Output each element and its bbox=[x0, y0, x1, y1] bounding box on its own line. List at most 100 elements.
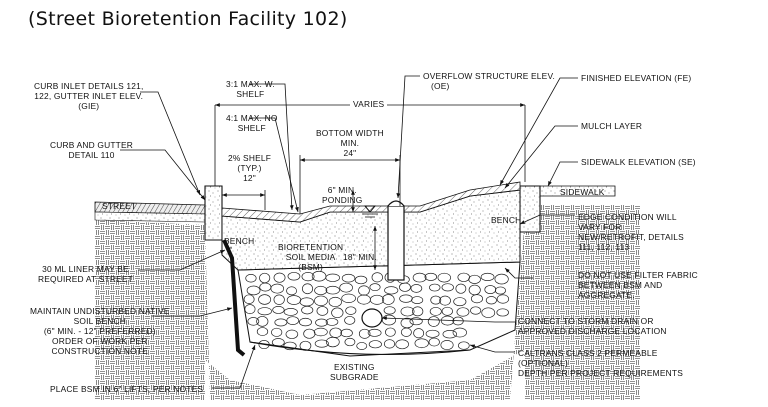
min-18-label: 18" MIN. bbox=[343, 252, 377, 262]
aggregate-rock bbox=[470, 306, 482, 315]
aggregate-layer bbox=[237, 261, 521, 357]
ponding-water-symbol bbox=[362, 205, 378, 218]
aggregate-rock bbox=[257, 307, 272, 316]
aggregate-rock bbox=[311, 270, 327, 282]
aggregate-rock bbox=[399, 282, 411, 292]
aggregate-rock bbox=[356, 342, 368, 350]
aggregate-rock bbox=[456, 307, 470, 317]
aggregate-rock bbox=[272, 305, 285, 314]
aggregate-rock bbox=[344, 316, 356, 325]
aggregate-rock bbox=[258, 294, 272, 305]
aggregate-rock bbox=[313, 327, 328, 337]
aggregate-rock bbox=[315, 318, 328, 327]
curb-left bbox=[204, 185, 223, 241]
aggregate-rock bbox=[439, 295, 451, 306]
aggregate-rock bbox=[314, 339, 329, 348]
aggregate-rock bbox=[285, 329, 299, 339]
aggregate-rock bbox=[247, 317, 260, 326]
aggregate-rock bbox=[453, 297, 467, 307]
aggregate-rock bbox=[458, 341, 470, 350]
aggregate-rock bbox=[400, 306, 415, 317]
aggregate-rock bbox=[287, 272, 301, 281]
aggregate-rock bbox=[354, 275, 368, 285]
aggregate-rock bbox=[437, 272, 451, 283]
aggregate-rock bbox=[412, 306, 424, 317]
aggregate-rock bbox=[358, 328, 371, 339]
street-label: STREET bbox=[102, 201, 137, 211]
aggregate-rock bbox=[485, 296, 497, 305]
aggregate-rock bbox=[371, 272, 383, 283]
aggregate-rock bbox=[258, 340, 270, 350]
aggregate-rock bbox=[298, 317, 312, 327]
aggregate-rock bbox=[385, 327, 396, 337]
aggregate-rock bbox=[256, 327, 269, 336]
finished-elevation-label: FINISHED ELEVATION (FE) bbox=[581, 73, 692, 83]
aggregate-rock bbox=[301, 272, 315, 282]
aggregate-rock bbox=[325, 285, 340, 295]
aggregate-rock bbox=[481, 307, 496, 318]
diagram-title: (Street Bioretention Facility 102) bbox=[28, 8, 348, 30]
aggregate-rock bbox=[271, 327, 283, 337]
sidewalk-label: SIDEWALK bbox=[560, 187, 605, 197]
aggregate-rock bbox=[441, 283, 454, 292]
liner bbox=[222, 239, 246, 357]
aggregate-rock bbox=[496, 308, 509, 317]
aggregate-rock bbox=[243, 294, 255, 304]
subgrade-line bbox=[249, 341, 471, 356]
native-soil bbox=[95, 205, 640, 400]
aggregate-rock bbox=[341, 273, 356, 283]
aggregate-rock bbox=[274, 318, 288, 327]
aggregate-rock bbox=[286, 286, 297, 296]
aggregate-rock bbox=[369, 294, 385, 305]
aggregate-rock bbox=[441, 306, 453, 316]
aggregate-rock bbox=[412, 272, 427, 283]
aggregate-rock bbox=[429, 307, 442, 316]
aggregate-rock bbox=[328, 296, 342, 308]
aggregate-rock bbox=[244, 304, 256, 315]
aggregate-rock bbox=[344, 337, 356, 347]
bench-right-label: BENCH bbox=[491, 215, 522, 225]
aggregate-rock bbox=[367, 328, 382, 337]
aggregate-rock bbox=[256, 316, 269, 327]
aggregate-rock bbox=[368, 340, 382, 349]
underdrain-pipe bbox=[361, 308, 383, 328]
aggregate-rock bbox=[424, 272, 438, 281]
aggregate-rock bbox=[409, 317, 423, 326]
aggregate-rock bbox=[383, 306, 396, 315]
curb-inlet-label: CURB INLET DETAILS 121,122, GUTTER INLET… bbox=[34, 81, 144, 111]
aggregate-rock bbox=[414, 338, 429, 349]
aggregate-rock bbox=[484, 285, 497, 294]
aggregate-rock bbox=[314, 285, 328, 296]
max-w-shelf-label: 3:1 MAX. W.SHELF bbox=[226, 79, 275, 99]
shelf-label: 2% SHELF(TYP.)12" bbox=[228, 153, 272, 183]
aggregate-rock bbox=[286, 316, 300, 325]
aggregate-rock bbox=[283, 308, 298, 316]
mulch-layer bbox=[221, 181, 521, 223]
aggregate-rock bbox=[270, 283, 285, 294]
aggregate-rock bbox=[325, 273, 340, 282]
aggregate-rock bbox=[341, 293, 356, 303]
aggregate-rock bbox=[480, 272, 495, 281]
aggregate-rock bbox=[494, 273, 509, 285]
aggregate-rock bbox=[245, 274, 257, 283]
aggregate-rock bbox=[316, 306, 329, 316]
aggregate-rock bbox=[440, 340, 454, 351]
aggregate-rock bbox=[452, 327, 467, 338]
aggregate-rock bbox=[413, 328, 425, 339]
sidewalk-elevation-label: SIDEWALK ELEVATION (SE) bbox=[581, 157, 696, 167]
aggregate-rock bbox=[325, 336, 340, 348]
bench-left-label: BENCH bbox=[224, 236, 255, 246]
aggregate-rock bbox=[314, 295, 328, 307]
aggregate-rock bbox=[425, 329, 440, 338]
aggregate-rock bbox=[246, 285, 261, 296]
aggregate-rock bbox=[470, 294, 484, 304]
